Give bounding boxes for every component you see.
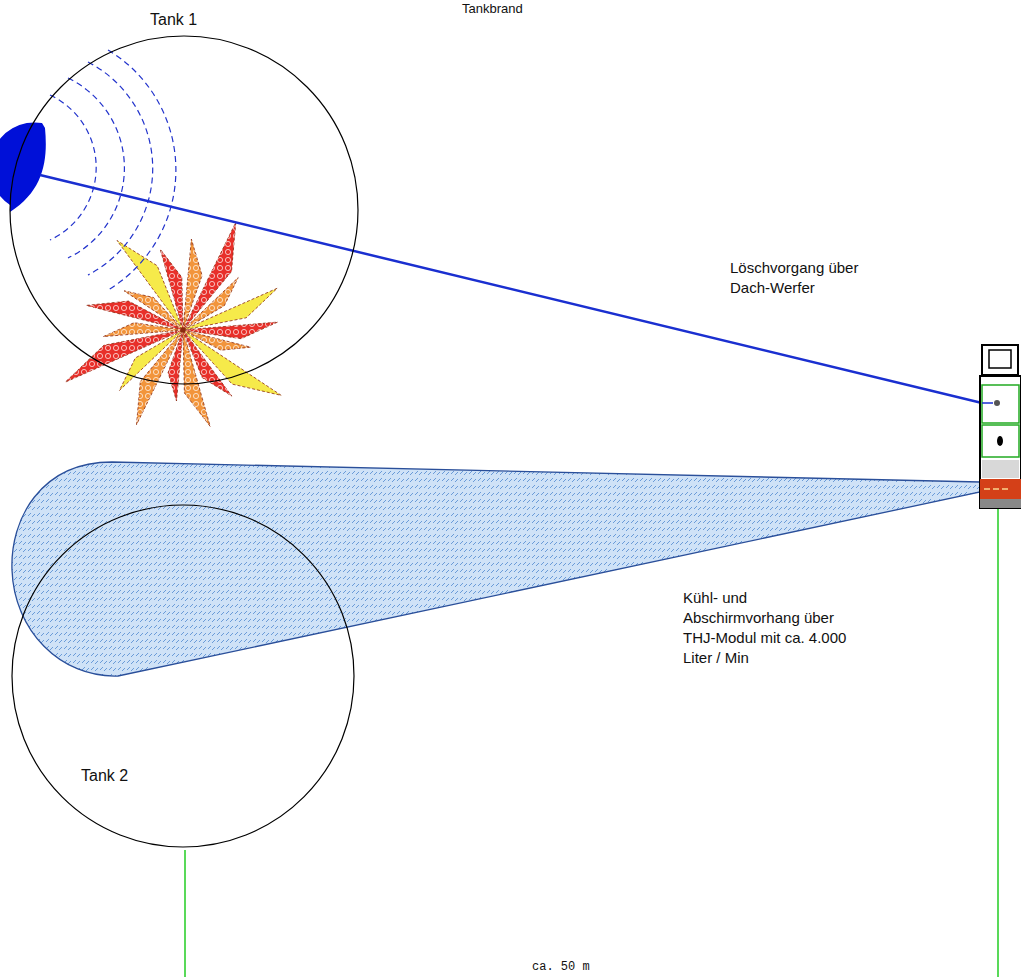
dimension-line	[184, 850, 186, 977]
water-curtain	[12, 462, 980, 676]
heat-arcs	[50, 50, 176, 290]
flame-texture	[160, 249, 183, 330]
tank-label: Tank 2	[81, 766, 128, 786]
annotation: Löschvorgang über Dach-Werfer	[730, 258, 900, 298]
fire-truck	[980, 345, 1021, 508]
flame-spike	[183, 330, 210, 426]
tank-outline	[12, 505, 354, 847]
fire	[65, 222, 281, 426]
tank-outline	[11, 504, 355, 848]
flame-texture	[65, 330, 183, 382]
flame-center	[181, 328, 186, 333]
tank-circle: Tank 2	[11, 504, 355, 848]
dimension-label: ca. 50 m	[530, 957, 624, 977]
flame-texture	[183, 330, 210, 426]
monitor-jet	[40, 175, 982, 403]
flame-spike	[183, 288, 277, 330]
tank-label: Tank 1	[150, 10, 197, 30]
dimension-line	[997, 508, 999, 977]
tank-outline	[10, 36, 358, 384]
title: Tankbrand	[462, 1, 523, 16]
tank-outline	[9, 35, 359, 385]
tank-circle: Tank 1	[9, 35, 359, 385]
flame-spike	[160, 249, 183, 330]
flame-spike	[117, 241, 183, 331]
fire-spot	[0, 122, 46, 212]
flame-spike	[65, 330, 183, 382]
annotation: Kühl- und Abschirmvorhang über THJ-Modul…	[683, 588, 861, 668]
